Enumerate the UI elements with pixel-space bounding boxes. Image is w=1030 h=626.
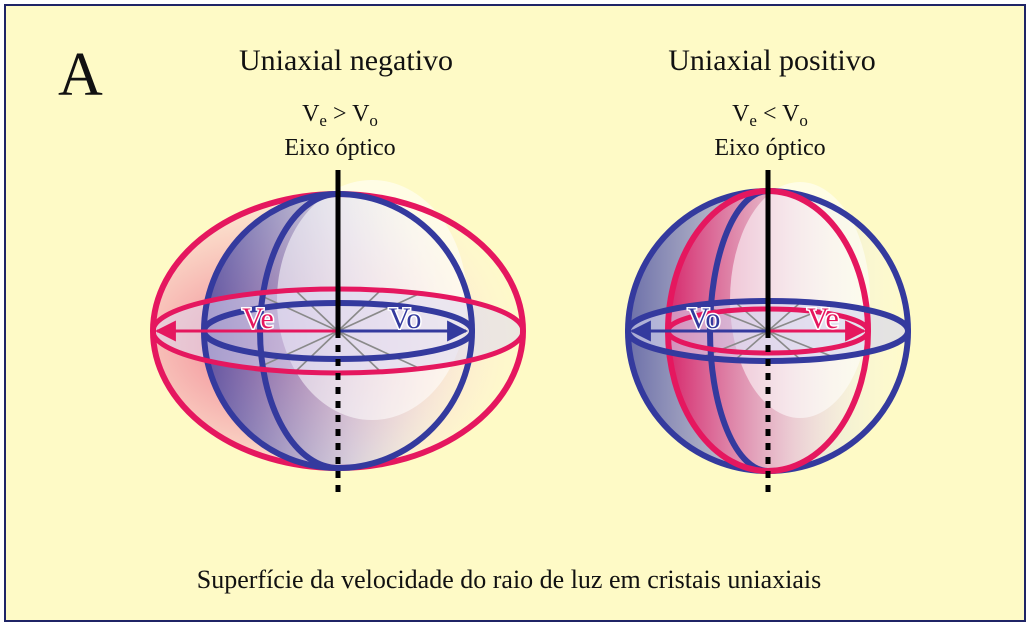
positive-axis-label: Eixo óptico: [714, 135, 826, 161]
negative-axis-label: Eixo óptico: [284, 135, 396, 161]
negative-relation: Ve > Vo: [302, 101, 378, 130]
negative-title: Uniaxial negativo: [238, 44, 454, 77]
figure-caption: Superfície da velocidade do raio de luz …: [196, 565, 822, 594]
ve-label: Ve: [807, 302, 839, 335]
vo-label: Vo: [688, 302, 721, 335]
positive-uniaxial-diagram: Vo Ve: [625, 170, 911, 495]
ve-label: Ve: [242, 302, 274, 335]
negative-uniaxial-diagram: Ve Vo: [150, 170, 526, 495]
vo-label: Vo: [389, 302, 422, 335]
equatorial-spokes: [252, 289, 424, 373]
panel-letter: A: [58, 41, 103, 109]
positive-title: Uniaxial positivo: [668, 44, 876, 77]
positive-relation: Ve < Vo: [732, 101, 808, 130]
